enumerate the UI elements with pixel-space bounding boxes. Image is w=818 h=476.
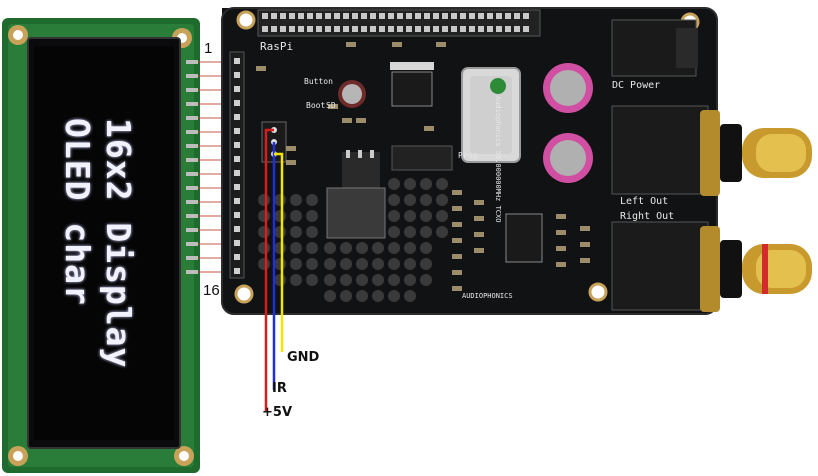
- label-ir: IR: [272, 381, 287, 396]
- dac-chip-icon: [505, 213, 543, 263]
- wires: [264, 128, 284, 412]
- oscillator-icon: [461, 67, 521, 163]
- capacitor-icon: [543, 63, 593, 113]
- silk-button: Button: [304, 77, 333, 86]
- silk-dc-power: DC Power: [612, 80, 660, 91]
- oled-line-2: OLED char: [58, 118, 97, 306]
- chip-icon: [391, 71, 433, 107]
- board-hole-icon: [588, 282, 608, 302]
- silk-prog: Prog: [458, 151, 477, 160]
- dc-jack-icon: [611, 19, 698, 77]
- wire-5v: [264, 128, 274, 412]
- board-hole-icon: [236, 10, 256, 30]
- silk-raspi: RasPi: [260, 40, 293, 53]
- gpio-header: [257, 9, 541, 37]
- mounting-hole-icon: [174, 446, 194, 466]
- wire-gnd: [274, 152, 284, 352]
- silk-brand: AUDIOPHONICS: [462, 292, 513, 300]
- silk-boot: Boot: [306, 101, 325, 110]
- pin-label-last: 16: [203, 282, 220, 299]
- oled-line-1: 16x2 Display: [99, 118, 138, 369]
- pin-label-first: 1: [204, 40, 213, 57]
- mounting-hole-icon: [8, 446, 28, 466]
- capacitor-icon: [543, 133, 593, 183]
- prog-header: [391, 145, 453, 171]
- display-header: [229, 51, 245, 279]
- rca-right-icon: [611, 221, 812, 312]
- rca-left-icon: [611, 105, 812, 196]
- label-5v: +5V: [262, 405, 292, 420]
- regulator-icon: [326, 150, 386, 239]
- board-hole-icon: [234, 284, 254, 304]
- dac-board: RasPi DC Power Left Out Right Out Audiop…: [221, 7, 812, 315]
- oled-module: [2, 18, 200, 473]
- capacitor-icon: [338, 80, 366, 108]
- mounting-hole-icon: [8, 25, 28, 45]
- silk-right-out: Right Out: [620, 211, 674, 222]
- silk-sd: SD: [326, 101, 336, 110]
- silk-oscillator: Audiophonics 50.000000MHz TCXO: [494, 96, 502, 222]
- label-gnd: GND: [287, 350, 320, 365]
- smd-components: [256, 42, 590, 291]
- oled-header-pins: [186, 60, 198, 274]
- silk-left-out: Left Out: [620, 196, 668, 207]
